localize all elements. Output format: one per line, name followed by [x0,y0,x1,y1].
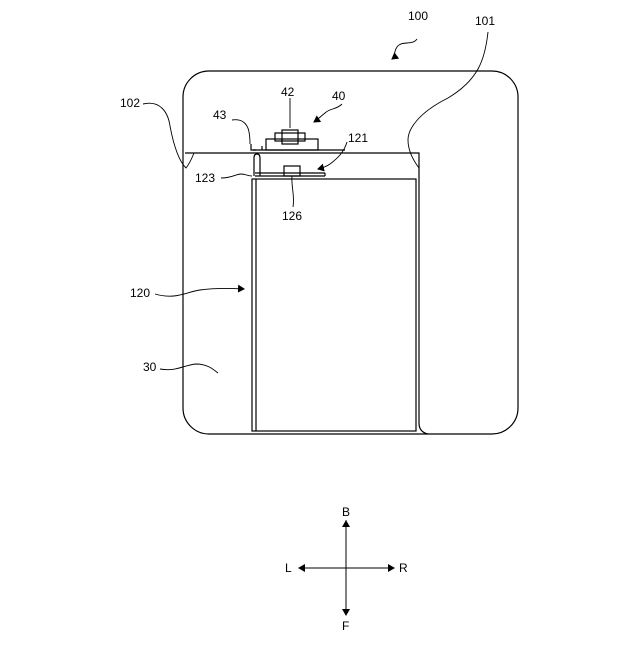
connector-mid [275,133,305,141]
leader-120 [155,288,244,296]
label-101: 101 [475,14,495,28]
battery-cell [252,179,416,431]
label-30: 30 [143,360,157,374]
leader-121 [318,142,347,169]
compass-label-up: B [342,505,350,519]
compass-label-right: R [399,561,408,575]
leader-40 [314,104,342,122]
label-120: 120 [130,286,150,300]
inner-housing [185,153,428,434]
connector-42 [282,130,298,144]
label-123: 123 [195,171,215,185]
leader-30 [160,364,218,373]
direction-compass [299,520,394,615]
terminal-126 [284,166,300,176]
leader-43 [232,120,250,144]
compass-label-down: F [342,619,349,633]
housing-outer [183,71,518,434]
leader-126 [292,176,294,207]
label-43: 43 [213,108,227,122]
leader-100 [392,39,417,59]
leader-123 [221,174,252,178]
label-121: 121 [348,131,368,145]
label-100: 100 [408,9,428,23]
leader-101 [408,32,488,168]
leader-102 [143,103,194,168]
label-102: 102 [120,96,140,110]
label-40: 40 [332,89,346,103]
label-126: 126 [282,209,302,223]
bracket-43 [251,144,256,150]
compass-label-left: L [285,561,292,575]
label-42: 42 [281,85,295,99]
